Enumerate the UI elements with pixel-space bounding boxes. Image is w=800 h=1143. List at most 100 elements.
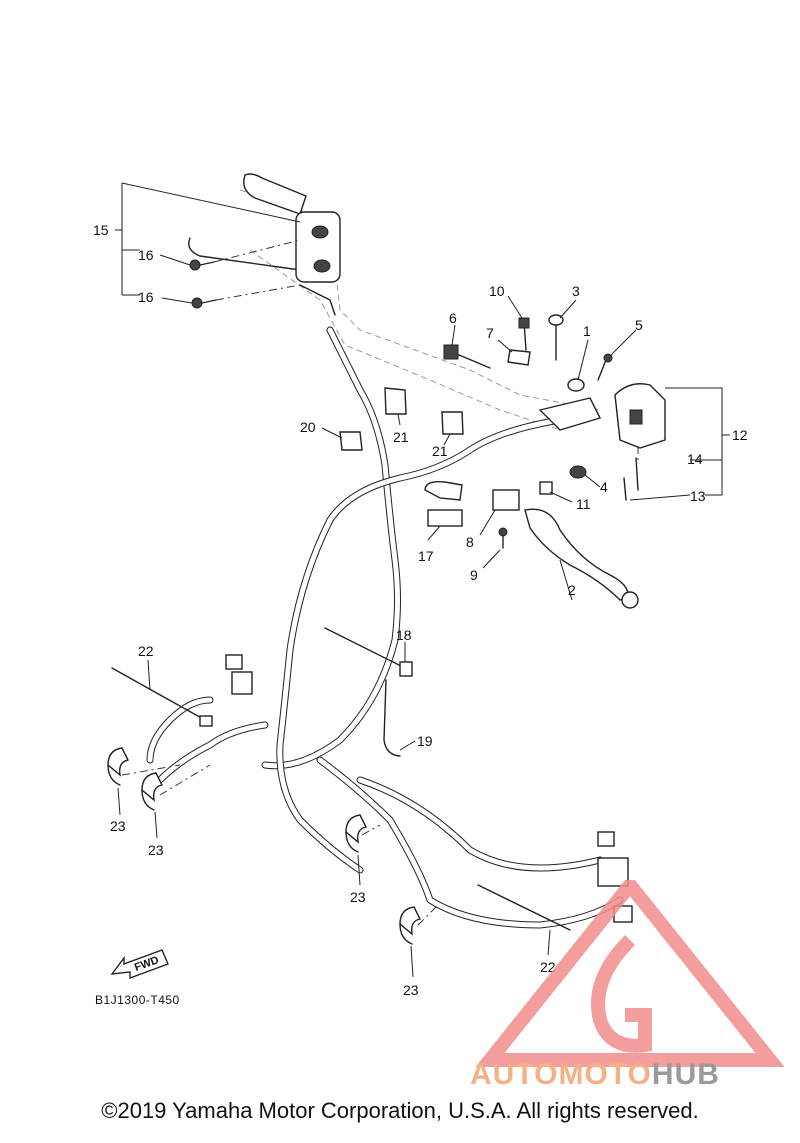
callout-1: 1 [583,323,591,339]
wire-branch-left-inner [157,722,268,783]
screw-14 [635,457,639,491]
connector-left-a [225,654,253,695]
clamp-17-base [427,509,463,527]
callout-6: 6 [449,310,457,326]
screw-16-a [189,259,215,271]
leader-16b [161,297,193,304]
callout-11: 11 [576,496,591,512]
axis-line [213,239,301,263]
wire-branch-left-b-inner [147,697,213,763]
leader-4 [584,474,601,488]
callout-19: 19 [417,733,433,749]
leader-1 [577,339,589,381]
leader-20 [321,427,343,439]
fwd-arrow-badge: FWD [110,940,170,985]
callout-23-b: 23 [148,842,164,858]
callout-4: 4 [600,479,608,495]
watermark-brand-part1: AUTOMOTO [470,1058,652,1091]
left-switch-assembly [295,211,341,316]
collar-11 [539,481,553,495]
leader-7 [497,339,513,353]
leader-17 [427,525,441,541]
screw-13 [623,477,627,501]
leader-21b [443,433,451,446]
callout-21-a: 21 [393,429,409,445]
cable-tie-18-head [399,661,413,677]
cable-tie-head [199,715,213,727]
clamp-23-b [141,772,164,811]
leader-23c [357,854,361,886]
fwd-arrow-icon: FWD [110,949,169,980]
watermark-brand-part2: HUB [651,1058,720,1091]
leader-5 [609,329,637,357]
clamp-23-c [345,814,368,853]
cable-tie-22-left [111,667,206,721]
callout-14: 14 [687,451,703,467]
copyright-footer: ©2019 Yamaha Motor Corporation, U.S.A. A… [101,1098,699,1123]
axis-line [121,764,181,776]
callout-9: 9 [470,567,478,583]
clamp-23-a [107,747,130,786]
callout-22-a: 22 [138,643,154,659]
handlebar-outline [239,189,601,411]
callout-18: 18 [396,627,412,643]
callout-23-d: 23 [403,982,419,998]
callout-16-a: 16 [138,247,154,263]
bolt-3-head [548,314,564,326]
wire-harness-lower-inner [317,757,623,928]
callout-13: 13 [690,488,706,504]
axis-line [361,824,381,836]
clamp-21-a [384,387,407,415]
bracket-15 [121,182,301,296]
clamp-21-b [441,411,464,435]
callout-16-b: 16 [138,289,154,305]
leader-22b [547,929,551,956]
screw-9 [498,527,508,549]
leader-8 [479,509,496,536]
cable-tie-22-right [477,884,571,931]
bracket-12 [665,387,730,496]
switch-8 [492,489,520,511]
wire-harness-lower-b-inner [357,777,603,871]
callout-23-c: 23 [350,889,366,905]
wire-harness-right [276,416,564,874]
lever-holder [538,397,601,431]
callout-17: 17 [418,548,434,564]
watermark-text: AUTOMOTOHUB [470,1058,720,1092]
axis-line [417,904,439,926]
lever-holder-post [567,378,585,392]
leader-13 [629,494,691,501]
nut-4 [569,465,587,479]
axis-line [215,284,301,301]
screw-5 [597,359,607,381]
leader-22a [147,659,151,691]
bolt-6-head [443,344,459,360]
callout-10: 10 [489,283,505,299]
clamp-17 [424,480,463,501]
automotohub-logo [470,873,790,1095]
callout-2: 2 [568,582,576,598]
clamp-23-d [399,906,422,945]
leader-21a [397,413,401,426]
callout-21-b: 21 [432,443,448,459]
leader-16a [159,254,191,266]
wire-harness-right-inner [277,417,563,873]
callout-8: 8 [466,534,474,550]
plate-7 [507,349,531,366]
wire-branch-left [156,721,269,784]
lever-2 [524,508,629,601]
lever-tip [621,591,639,609]
left-grip [188,173,307,271]
leader-19 [399,740,416,751]
leader-10 [507,295,523,319]
callout-7: 7 [486,325,494,341]
callout-12: 12 [732,427,748,443]
screw-16-b [191,297,217,309]
leader-2 [559,559,573,601]
bolt-10-head [518,317,530,329]
clamp-20 [339,431,363,451]
leader-11 [549,491,573,503]
leader-9 [482,549,501,569]
